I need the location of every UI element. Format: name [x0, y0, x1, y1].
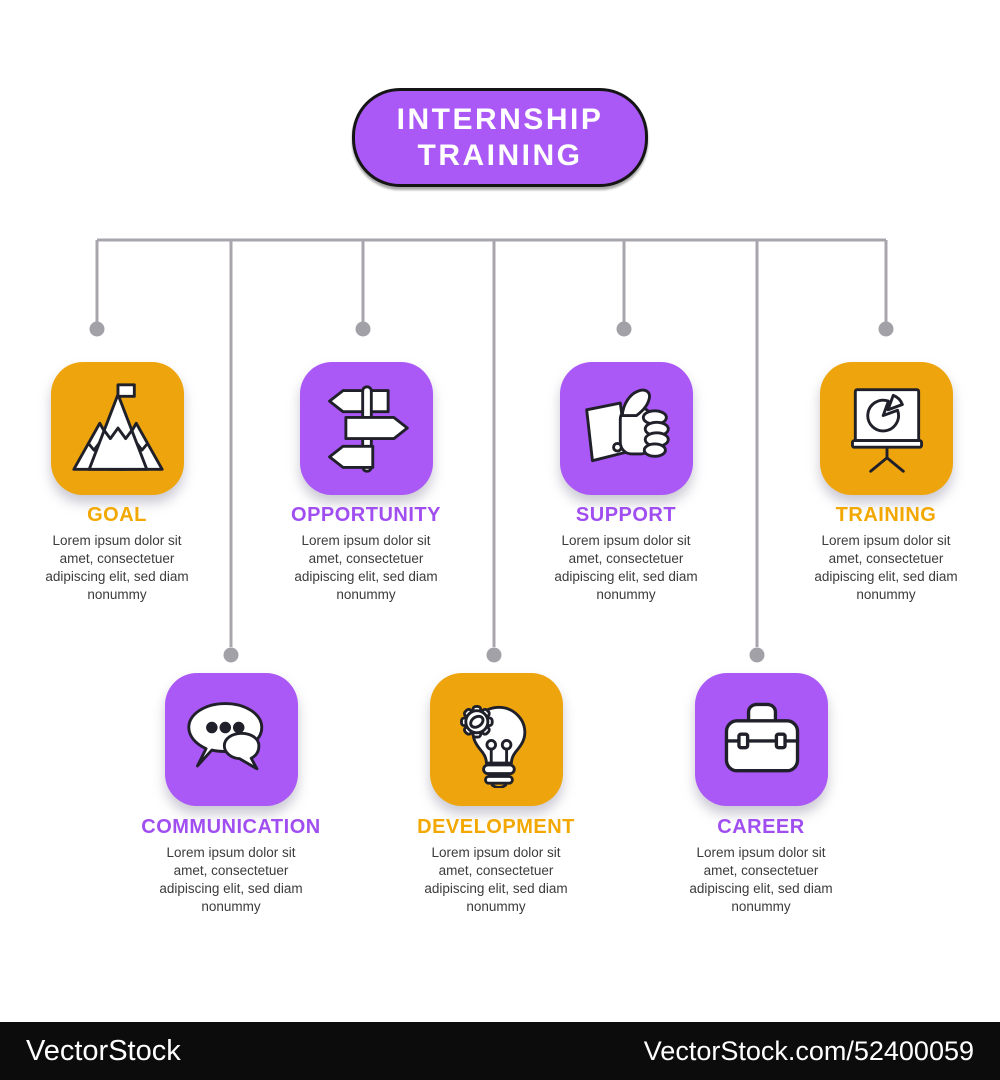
training-description: Lorem ipsum dolor sit amet, consectetuer…	[814, 533, 958, 602]
communication-description: Lorem ipsum dolor sit amet, consectetuer…	[159, 845, 303, 914]
thumbs-up-icon	[584, 388, 670, 462]
opportunity-description: Lorem ipsum dolor sit amet, consectetuer…	[294, 533, 438, 602]
training-label: TRAINING	[835, 504, 937, 526]
goal-label: GOAL	[87, 504, 147, 526]
support-label: SUPPORT	[575, 504, 677, 526]
briefcase-icon	[724, 702, 799, 772]
career-label: CAREER	[717, 816, 805, 838]
goal-description: Lorem ipsum dolor sit amet, consectetuer…	[45, 533, 189, 602]
watermark-bar: VectorStock VectorStock.com/52400059	[0, 1022, 1000, 1080]
mountain-flag-icon	[71, 382, 164, 471]
watermark-url: VectorStock.com/52400059	[643, 1035, 974, 1066]
opportunity-label: OPPORTUNITY	[291, 504, 441, 526]
development-card	[430, 673, 563, 806]
career-card	[695, 673, 828, 806]
support-card	[560, 362, 693, 495]
chat-bubbles-icon	[186, 701, 263, 770]
communication-card	[165, 673, 298, 806]
development-description: Lorem ipsum dolor sit amet, consectetuer…	[424, 845, 568, 914]
goal-card	[51, 362, 184, 495]
title-line-1: INTERNSHIP	[396, 102, 604, 136]
support-description: Lorem ipsum dolor sit amet, consectetuer…	[554, 533, 698, 602]
signpost-icon	[327, 384, 409, 473]
opportunity-card	[300, 362, 433, 495]
title-pill: INTERNSHIP TRAINING	[352, 88, 648, 187]
communication-label: COMMUNICATION	[141, 816, 321, 838]
title-line-2: TRAINING	[417, 138, 583, 172]
watermark-brand: VectorStock	[26, 1034, 181, 1067]
presentation-pie-chart-icon	[850, 387, 923, 473]
lightbulb-gear-icon	[459, 704, 526, 788]
career-description: Lorem ipsum dolor sit amet, consectetuer…	[689, 845, 833, 914]
development-label: DEVELOPMENT	[417, 816, 575, 838]
training-card	[820, 362, 953, 495]
